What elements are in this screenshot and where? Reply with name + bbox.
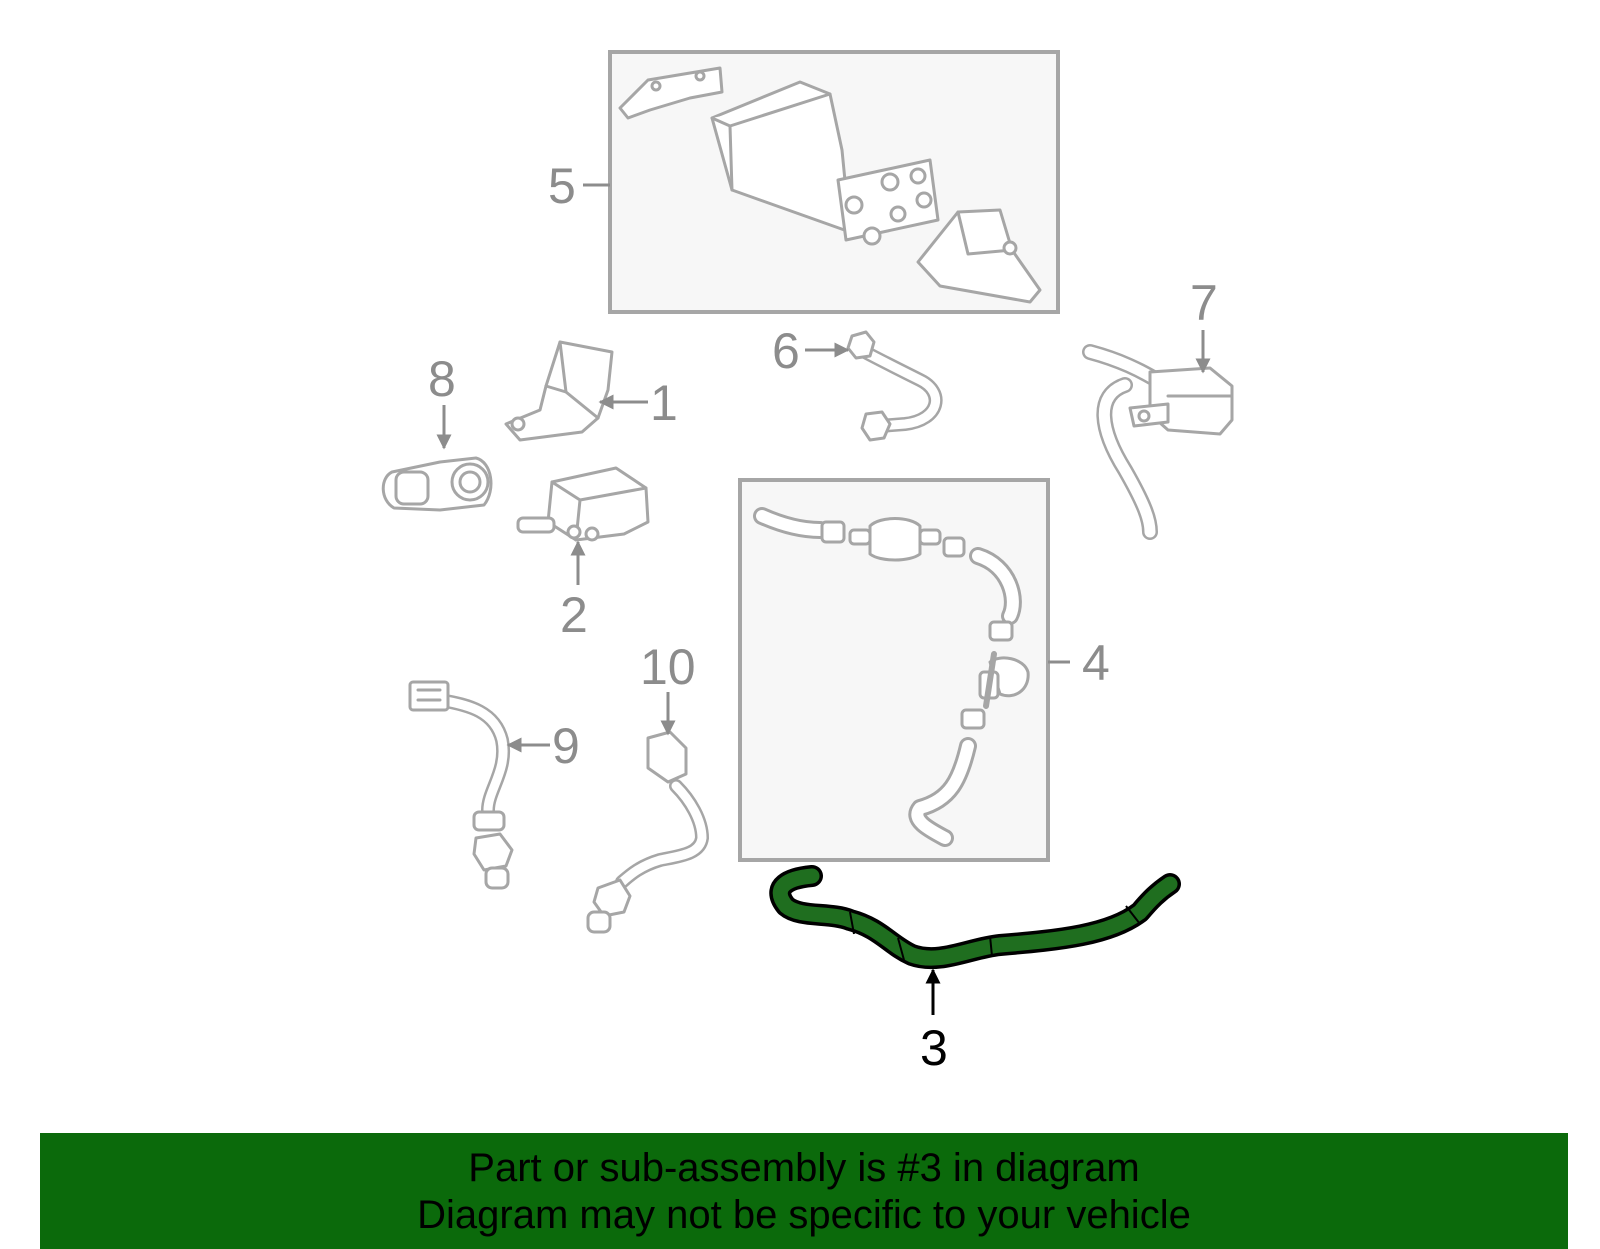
callout-2: 2 — [560, 587, 588, 643]
callout-6: 6 — [772, 323, 800, 379]
part-2-valve[interactable] — [516, 466, 650, 542]
callout-5: 5 — [548, 158, 576, 214]
notice-banner: Part or sub-assembly is #3 in diagram Di… — [40, 1133, 1568, 1249]
part-8-sensor[interactable] — [381, 456, 493, 512]
callout-1: 1 — [650, 375, 678, 431]
part-1-bracket[interactable] — [504, 340, 614, 442]
part-10-sensor[interactable] — [586, 730, 709, 934]
callout-9: 9 — [552, 718, 580, 774]
callout-10: 10 — [640, 639, 696, 695]
callout-8: 8 — [428, 351, 456, 407]
part-9-sensor[interactable] — [408, 680, 514, 890]
part-5-canister[interactable] — [618, 66, 1042, 304]
part-3-hose-highlighted[interactable] — [769, 865, 1181, 970]
part-7-valve[interactable] — [1082, 344, 1234, 540]
callout-4: 4 — [1082, 635, 1110, 691]
part-4-hose-assembly[interactable] — [753, 507, 1030, 847]
callout-7: 7 — [1190, 275, 1218, 331]
banner-line-1: Part or sub-assembly is #3 in diagram — [468, 1146, 1140, 1190]
part-6-hose[interactable] — [846, 330, 943, 442]
banner-line-2: Diagram may not be specific to your vehi… — [417, 1193, 1191, 1237]
callout-3: 3 — [920, 1020, 948, 1076]
